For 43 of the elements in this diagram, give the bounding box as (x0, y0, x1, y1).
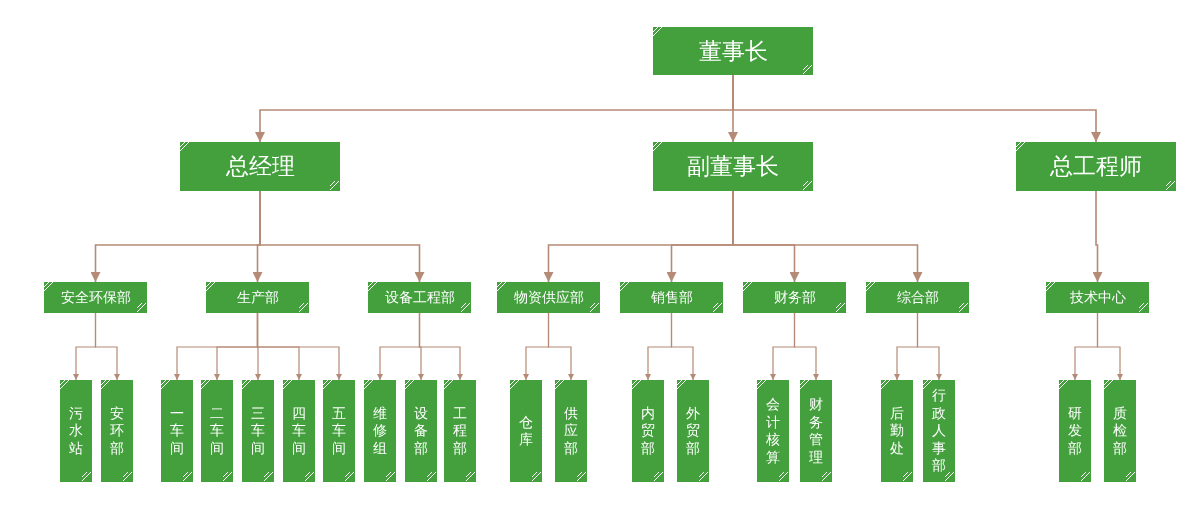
unit-box: 污水站 (60, 380, 92, 482)
unit-box: 四车间 (283, 380, 315, 482)
unit-box: 五车间 (323, 380, 355, 482)
unit-box: 后勤处 (881, 380, 913, 482)
connector-arrow (547, 312, 574, 381)
unit-box: 内贸部 (632, 380, 664, 482)
department-box: 设备工程部 (368, 282, 471, 313)
unit-box: 三车间 (242, 380, 274, 482)
department-box: 安全环保部 (44, 282, 147, 313)
department-box: 财务部 (743, 282, 846, 313)
position-box: 总经理 (180, 142, 340, 191)
position-box: 董事长 (653, 27, 813, 75)
department-box: 销售部 (620, 282, 723, 313)
unit-box: 研发部 (1059, 380, 1091, 482)
connector-arrow (916, 312, 942, 381)
unit-box: 财务管理 (800, 380, 832, 482)
connector-arrow (259, 190, 425, 283)
unit-box: 行政人事部 (923, 380, 955, 482)
connector-arrow (670, 312, 696, 381)
connector-arrow (256, 312, 342, 381)
unit-box: 一车间 (161, 380, 193, 482)
department-box: 生产部 (206, 282, 309, 313)
department-box: 技术中心 (1046, 282, 1149, 313)
position-box: 副董事长 (653, 142, 813, 191)
unit-box: 仓库 (510, 380, 542, 482)
department-box: 物资供应部 (497, 282, 600, 313)
unit-box: 设备部 (405, 380, 437, 482)
unit-box: 维修组 (364, 380, 396, 482)
connector-arrow (1092, 190, 1103, 283)
connector-arrow (732, 190, 923, 283)
unit-box: 工程部 (444, 380, 476, 482)
department-box: 综合部 (866, 282, 969, 313)
position-box: 总工程师 (1016, 142, 1176, 191)
unit-box: 安环部 (101, 380, 133, 482)
connector-arrow (1096, 312, 1123, 381)
unit-box: 供应部 (555, 380, 587, 482)
connector-arrow (418, 312, 463, 381)
connector-arrow (94, 312, 120, 381)
connector-arrow (793, 312, 819, 381)
unit-box: 外贸部 (677, 380, 709, 482)
unit-box: 会计核算 (757, 380, 789, 482)
unit-box: 质检部 (1104, 380, 1136, 482)
unit-box: 二车间 (201, 380, 233, 482)
